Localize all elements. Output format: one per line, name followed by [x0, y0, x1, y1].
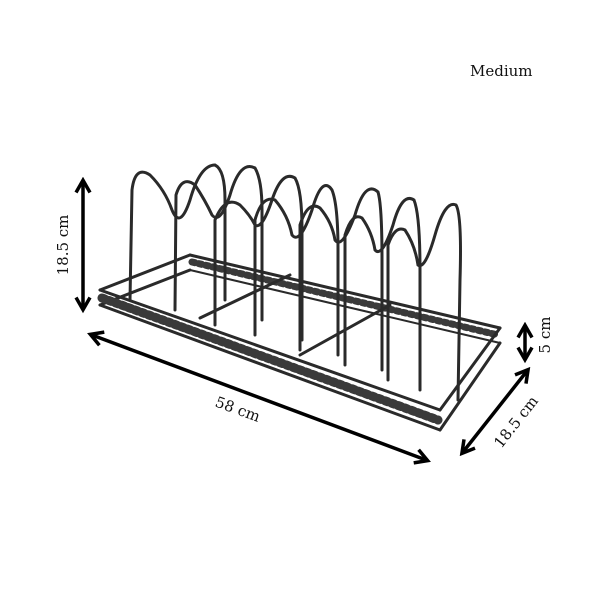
dimension-depth: 18.5 cm: [459, 366, 542, 457]
wire-dividers: [128, 163, 462, 402]
depth-arrow: [459, 366, 531, 457]
dimension-rail-height: 5 cm: [516, 317, 554, 364]
depth-label: 18.5 cm: [490, 392, 542, 451]
pot-rack: [97, 163, 502, 432]
rail-height-label: 5 cm: [536, 317, 554, 354]
length-arrow: [87, 330, 431, 465]
dimension-height: 18.5 cm: [54, 176, 92, 314]
height-label: 18.5 cm: [54, 215, 72, 276]
size-label: Medium: [470, 62, 533, 80]
